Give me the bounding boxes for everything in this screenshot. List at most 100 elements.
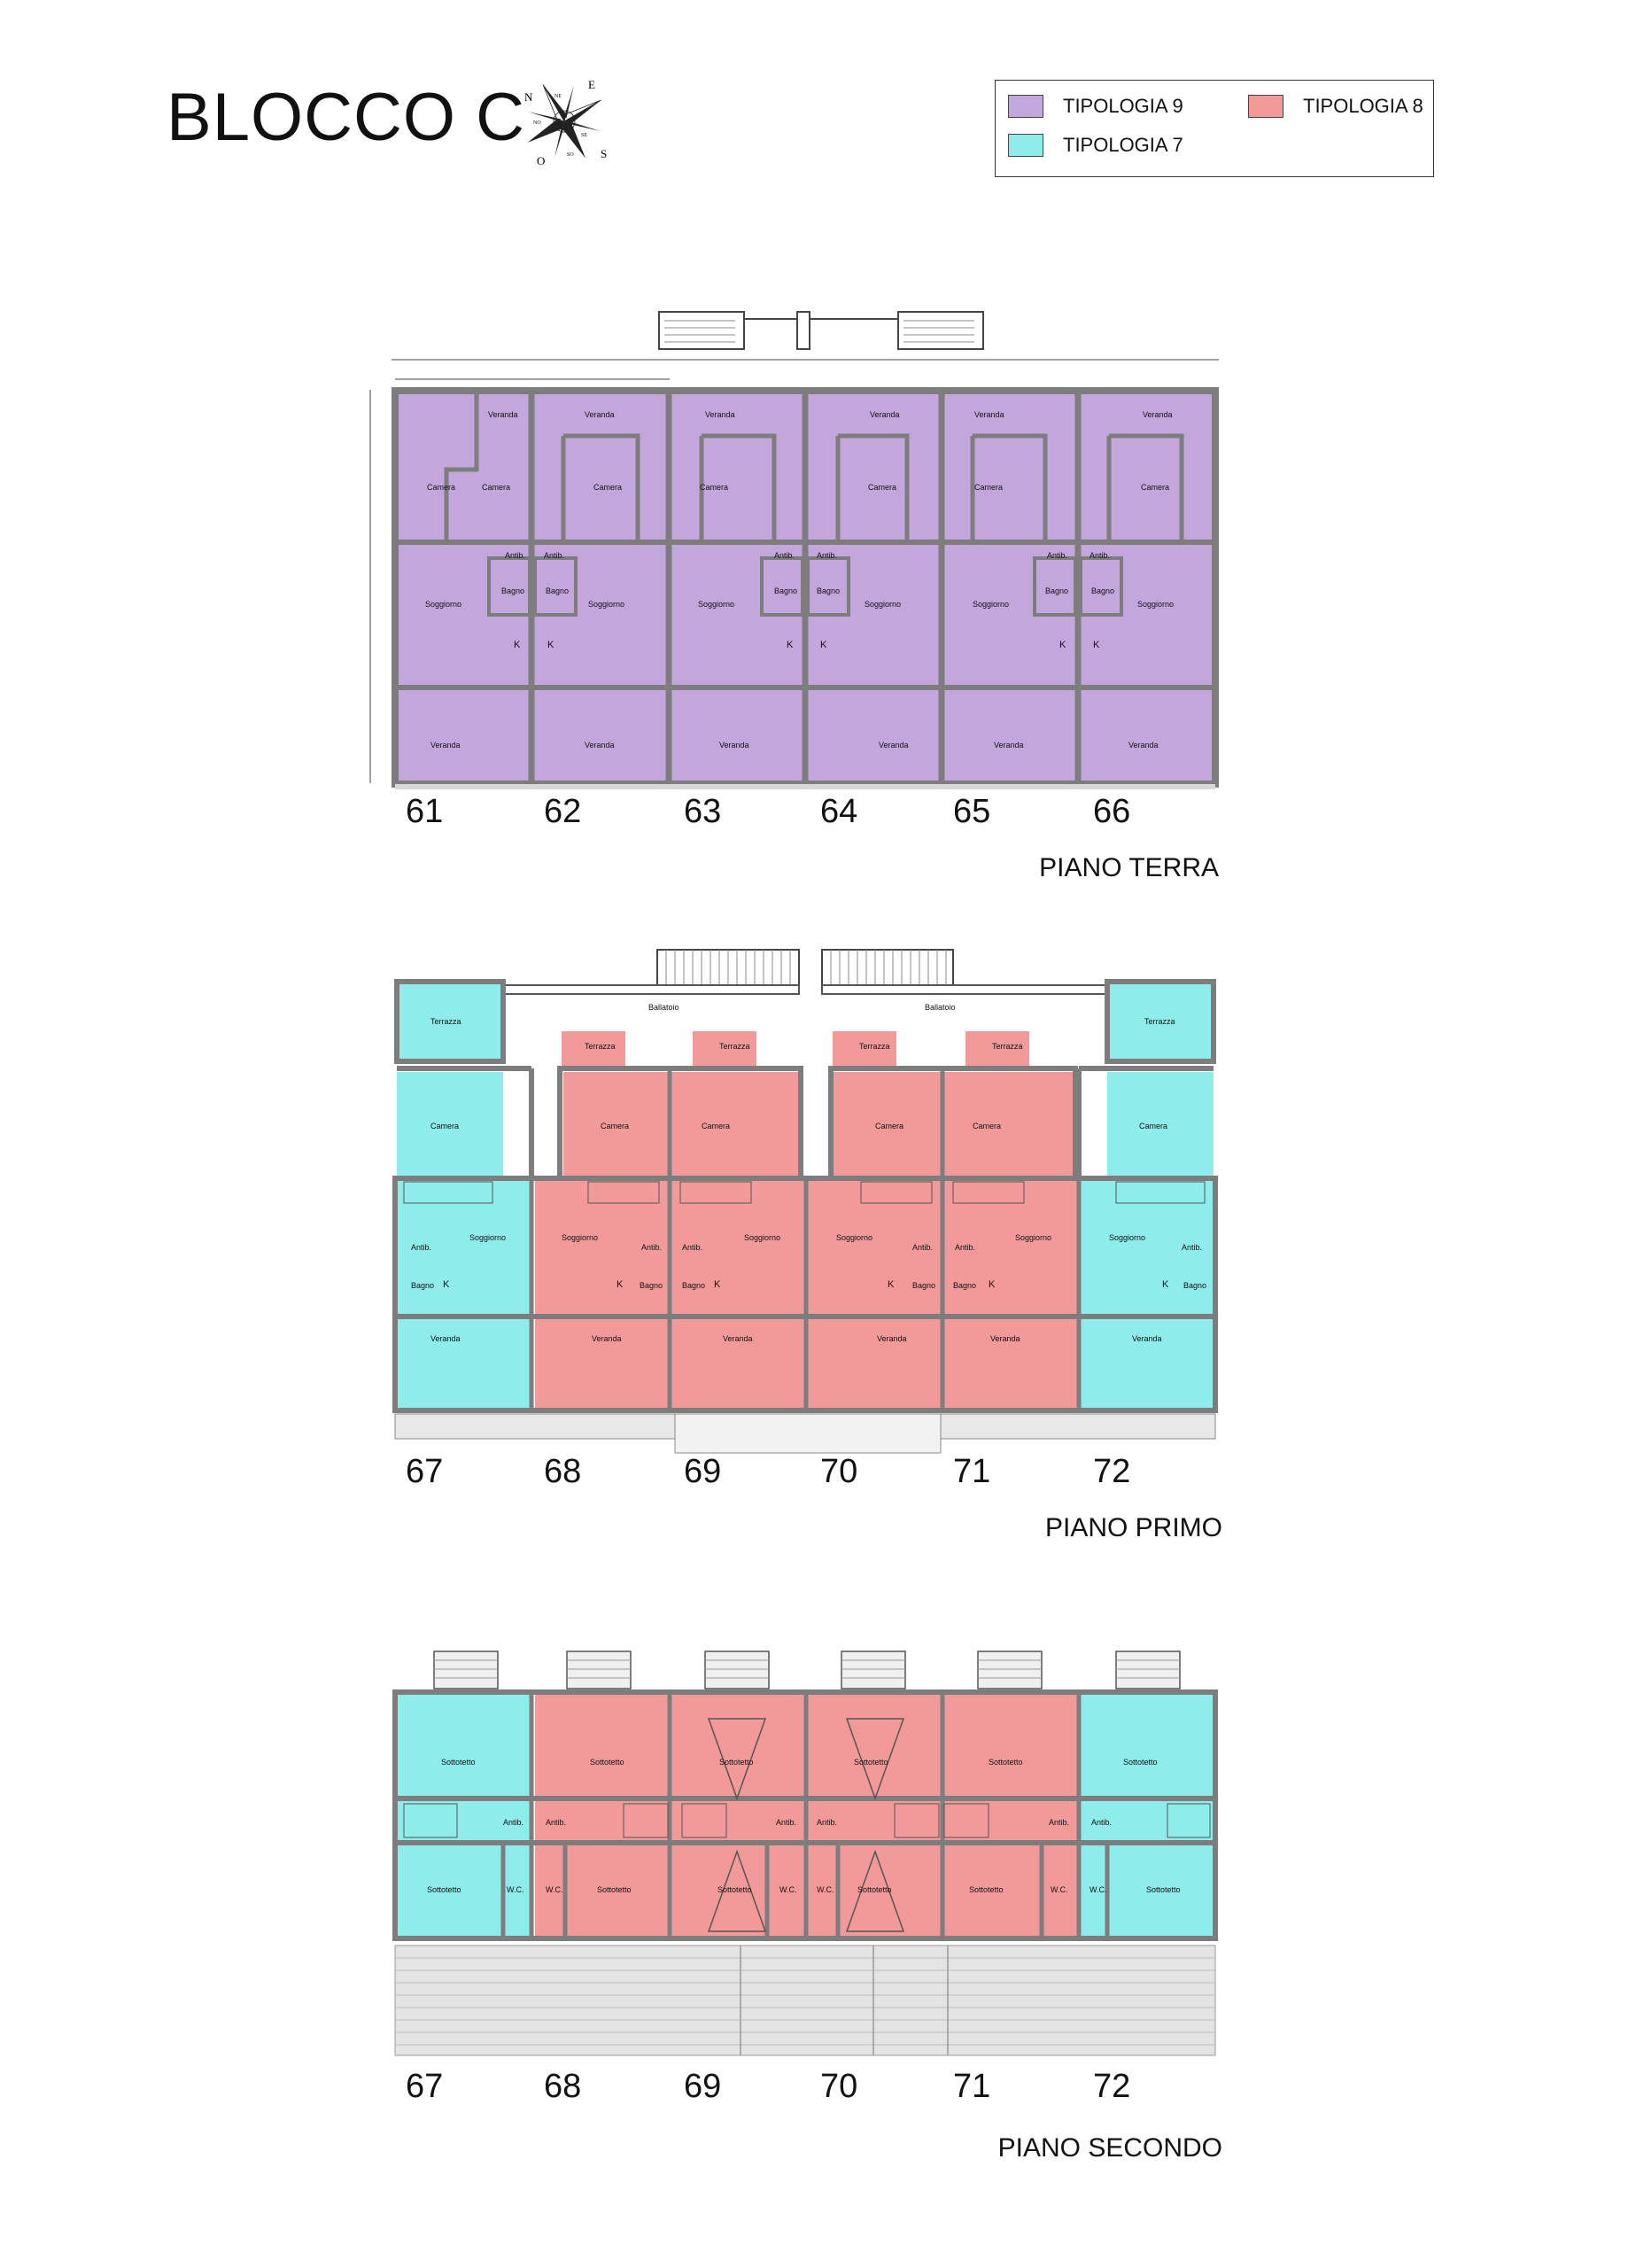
room-label-camera: Camera: [700, 483, 729, 492]
room-label-antib: Antib.: [641, 1243, 663, 1252]
room-label-soggiorno: Soggiorno: [744, 1233, 781, 1242]
room-label-soggiorno: Soggiorno: [1109, 1233, 1146, 1242]
room-label-terrazza: Terrazza: [859, 1042, 890, 1051]
room-label-terrazza: Terrazza: [992, 1042, 1023, 1051]
compass-s-label: S: [601, 147, 607, 160]
room-label-antib: Antib.: [411, 1243, 432, 1252]
room-label-soggiorno: Soggiorno: [973, 600, 1010, 609]
room-label-ballatoio: Ballatoio: [925, 1003, 956, 1012]
room-label-antib: Antib.: [955, 1243, 976, 1252]
legend-label: TIPOLOGIA 9: [1063, 95, 1183, 117]
room-label-veranda: Veranda: [994, 741, 1024, 750]
room-label-camera: Camera: [974, 483, 1004, 492]
room-label-sottotetto: Sottotetto: [597, 1885, 632, 1894]
unit-number: 67: [406, 2068, 444, 2105]
room-label-veranda: Veranda: [1128, 741, 1159, 750]
room-label-k: K: [888, 1279, 895, 1290]
unit-number: 67: [406, 1453, 444, 1490]
room-label-wc: W.C.: [507, 1885, 524, 1894]
room-label-sottotetto: Sottotetto: [1123, 1758, 1158, 1767]
room-label-soggiorno: Soggiorno: [865, 600, 902, 609]
unit-number: 70: [820, 1453, 858, 1490]
room-label-wc: W.C.: [779, 1885, 797, 1894]
room-label-wc: W.C.: [1090, 1885, 1107, 1894]
room-label-soggiorno: Soggiorno: [469, 1233, 507, 1242]
room-label-antib: Antib.: [774, 551, 795, 560]
room-label-veranda: Veranda: [705, 410, 735, 419]
legend-item-tipologia-9: TIPOLOGIA 9: [1008, 95, 1183, 118]
room-label-bagno: Bagno: [817, 586, 841, 595]
room-label-camera: Camera: [1141, 483, 1170, 492]
stair-block-top: [658, 311, 984, 350]
room-label-k: K: [1162, 1279, 1169, 1290]
room-label-soggiorno: Soggiorno: [1137, 600, 1175, 609]
room-label-veranda: Veranda: [719, 741, 749, 750]
compass-n-label: N: [524, 90, 533, 104]
room-label-veranda: Veranda: [585, 741, 615, 750]
legend-item-tipologia-8: TIPOLOGIA 8: [1248, 95, 1423, 118]
room-label-k: K: [616, 1279, 624, 1290]
legend-label: TIPOLOGIA 7: [1063, 134, 1183, 156]
room-label-bagno: Bagno: [774, 586, 798, 595]
room-label-k: K: [989, 1279, 996, 1290]
room-label-camera: Camera: [430, 1122, 460, 1130]
room-label-sottotetto: Sottotetto: [857, 1885, 892, 1894]
room-label-antib: Antib.: [1047, 551, 1068, 560]
legend-swatch: [1248, 95, 1283, 118]
room-label-sottotetto: Sottotetto: [590, 1758, 624, 1767]
room-label-wc: W.C.: [546, 1885, 563, 1894]
room-label-antib: Antib.: [1090, 551, 1111, 560]
room-label-camera: Camera: [875, 1122, 904, 1130]
room-label-camera: Camera: [593, 483, 623, 492]
room-label-antib: Antib.: [1049, 1818, 1070, 1827]
room-label-antib: Antib.: [912, 1243, 934, 1252]
room-label-bagno: Bagno: [546, 586, 570, 595]
unit-number: 72: [1093, 2068, 1131, 2105]
room-label-camera: Camera: [1139, 1122, 1168, 1130]
legend: TIPOLOGIA 9 TIPOLOGIA 8 TIPOLOGIA 7: [995, 80, 1434, 177]
compass-rose-icon: N E S O NE SE SO NO: [524, 78, 607, 167]
compass-so-label: SO: [567, 152, 574, 158]
room-label-k: K: [787, 640, 794, 650]
room-label-veranda: Veranda: [879, 741, 909, 750]
unit-number: 66: [1093, 793, 1131, 830]
room-label-bagno: Bagno: [501, 586, 525, 595]
room-label-k: K: [547, 640, 554, 650]
room-label-antib: Antib.: [776, 1818, 797, 1827]
compass-o-label: O: [537, 154, 545, 167]
room-label-sottotetto: Sottotetto: [719, 1758, 754, 1767]
unit-number: 63: [684, 793, 722, 830]
room-label-sottotetto: Sottotetto: [427, 1885, 461, 1894]
room-label-bagno: Bagno: [640, 1281, 663, 1290]
room-label-soggiorno: Soggiorno: [698, 600, 735, 609]
room-label-antib: Antib.: [505, 551, 526, 560]
room-label-veranda: Veranda: [488, 410, 518, 419]
room-label-antib: Antib.: [544, 551, 565, 560]
room-label-veranda: Veranda: [430, 1334, 461, 1343]
room-label-terrazza: Terrazza: [1144, 1017, 1175, 1026]
room-label-antib: Antib.: [503, 1818, 524, 1827]
room-label-sottotetto: Sottotetto: [1146, 1885, 1181, 1894]
room-label-k: K: [714, 1279, 721, 1290]
legend-swatch: [1008, 134, 1043, 157]
room-label-camera: Camera: [868, 483, 897, 492]
room-label-bagno: Bagno: [1045, 586, 1069, 595]
unit-number: 72: [1093, 1453, 1131, 1490]
room-label-wc: W.C.: [817, 1885, 834, 1894]
unit-number: 61: [406, 793, 444, 830]
room-label-antib: Antib.: [1091, 1818, 1113, 1827]
unit-number: 65: [953, 793, 991, 830]
room-label-soggiorno: Soggiorno: [425, 600, 462, 609]
room-label-sottotetto: Sottotetto: [989, 1758, 1023, 1767]
room-label-bagno: Bagno: [912, 1281, 936, 1290]
room-label-terrazza: Terrazza: [430, 1017, 461, 1026]
room-label-camera: Camera: [702, 1122, 731, 1130]
compass-se-label: SE: [581, 133, 587, 138]
floor-label-secondo: PIANO SECONDO: [997, 2133, 1222, 2163]
room-label-veranda: Veranda: [877, 1334, 907, 1343]
room-label-camera: Camera: [601, 1122, 630, 1130]
room-label-veranda: Veranda: [870, 410, 900, 419]
room-label-bagno: Bagno: [1183, 1281, 1207, 1290]
